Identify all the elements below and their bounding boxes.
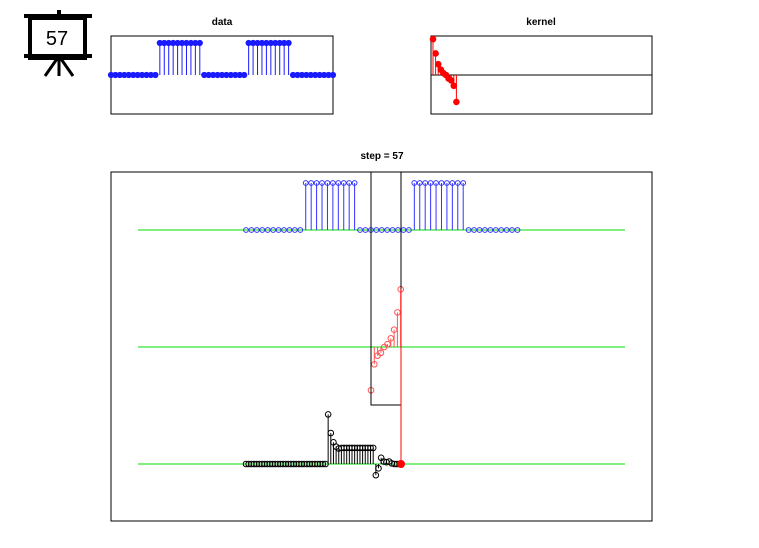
kernel-stems: [429, 35, 460, 106]
main-data-point-marker: [259, 227, 266, 233]
current-output-marker: [397, 460, 405, 468]
main-data-point-marker: [324, 180, 331, 186]
main-data-point-marker: [438, 180, 445, 186]
main-data-point-marker: [270, 227, 277, 233]
main-result-point-marker: [319, 460, 327, 468]
main-data-point-marker: [373, 227, 380, 233]
main-data-point-marker: [471, 227, 477, 233]
kernel-point-marker: [450, 82, 458, 90]
main-result-point-marker: [375, 465, 382, 472]
data-point-marker: [329, 71, 337, 79]
main-data-point-marker: [335, 180, 342, 186]
data-point-marker: [285, 39, 292, 47]
main-data-stems: [243, 180, 521, 233]
main-data-point-marker: [248, 227, 255, 233]
main-data-point-marker: [384, 227, 391, 233]
main-data-point-marker: [362, 227, 369, 233]
main-data-point-marker: [449, 180, 456, 186]
main-data-point-marker: [329, 180, 336, 186]
main-data-point-marker: [422, 180, 429, 186]
main-data-point-marker: [346, 180, 353, 186]
main-data-point-marker: [476, 227, 483, 233]
main-result-point-marker: [369, 444, 377, 452]
kernel-point-marker: [429, 35, 437, 43]
data-point-marker: [241, 71, 248, 79]
kernel-window: [370, 171, 402, 406]
main-data-point-marker: [460, 180, 467, 186]
main-data-point-marker: [444, 180, 450, 186]
main-data-point-marker: [492, 227, 499, 233]
main-data-point-marker: [319, 180, 325, 186]
main-data-point-marker: [427, 180, 434, 186]
main-result-point-marker: [324, 411, 332, 418]
data-stems: [107, 39, 337, 79]
main-data-point-marker: [281, 227, 287, 233]
main-data-point-marker: [411, 180, 418, 186]
main-data-point-marker: [465, 227, 472, 233]
kernel-point-marker: [447, 77, 455, 84]
main-result-point-marker: [327, 429, 335, 437]
main-kernel-stems: [367, 286, 405, 394]
main-result-point-marker: [372, 471, 380, 479]
presentation-board-icon: 57: [24, 10, 92, 77]
board-leg-right: [57, 55, 75, 77]
main-data-point-marker: [487, 227, 494, 233]
main-data-point-marker: [253, 227, 260, 233]
main-data-point-marker: [243, 227, 249, 233]
main-data-point-marker: [498, 227, 505, 233]
data-panel: data: [107, 17, 337, 115]
kernel-point-marker: [432, 50, 439, 57]
board-leg-left: [43, 55, 61, 77]
data-point-marker: [196, 39, 203, 47]
main-data-point-marker: [503, 227, 510, 233]
main-data-point-marker: [416, 180, 423, 186]
main-data-point-marker: [406, 227, 412, 233]
main-data-point-marker: [357, 227, 363, 233]
main-data-point-marker: [297, 227, 304, 233]
main-data-point-marker: [389, 227, 396, 233]
main-data-point-marker: [378, 227, 385, 233]
main-data-point-marker: [433, 180, 439, 186]
main-data-point-marker: [308, 180, 315, 186]
convolution-panel: step = 57: [110, 151, 653, 522]
kernel-panel: kernel: [429, 17, 653, 115]
kernel-panel-title: kernel: [526, 17, 556, 28]
main-data-point-marker: [482, 227, 488, 233]
main-data-point-marker: [351, 180, 358, 186]
main-result-stems: [242, 411, 404, 479]
kernel-point-marker: [434, 60, 442, 68]
kernel-point-marker: [453, 98, 460, 106]
convolution-panel-title: step = 57: [360, 151, 404, 162]
main-kernel-point-marker: [377, 349, 385, 357]
main-data-point-marker: [454, 180, 461, 186]
main-data-point-marker: [340, 180, 347, 186]
main-data-point-marker: [264, 227, 271, 233]
main-data-point-marker: [291, 227, 298, 233]
data-point-marker: [152, 71, 159, 79]
step-badge-number: 57: [46, 28, 68, 50]
main-data-point-marker: [302, 180, 309, 186]
main-data-point-marker: [509, 227, 515, 233]
main-data-point-marker: [514, 227, 521, 233]
main-data-point-marker: [395, 227, 401, 233]
data-panel-title: data: [212, 17, 233, 28]
main-data-point-marker: [313, 180, 320, 186]
main-data-point-marker: [275, 227, 282, 233]
main-data-point-marker: [286, 227, 293, 233]
